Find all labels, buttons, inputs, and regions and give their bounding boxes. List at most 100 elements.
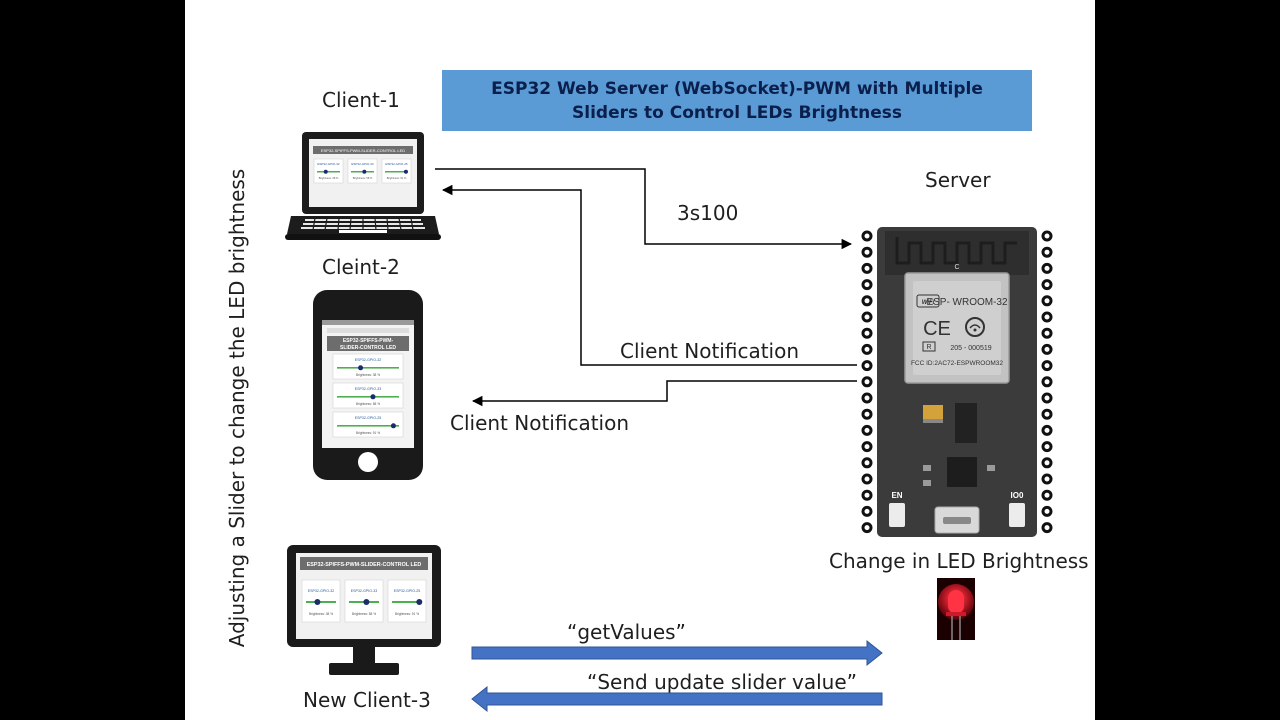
monitor-slider-label: ESP32-GPIO-25 [394,589,421,593]
board-pin [1041,473,1053,485]
arrow-client3-to-server [471,639,883,667]
board-pin [861,327,873,339]
board-pin [1041,408,1053,420]
monitor-icon: ESP32-SPIFFS-PWM-SLIDER-CONTROL LED ESP3… [287,545,441,675]
board-pin [1041,505,1053,517]
edge-label-server-to-client2: Client Notification [450,411,630,435]
edge-label-server-to-client3: “Send update slider value” [587,670,858,694]
edge-label-client1-to-server: 3s100 [677,201,739,225]
phone-slider-card: ESP32-GPIO-33 Brightness: 58 % [332,382,404,409]
monitor-slider-knob [314,599,321,605]
phone-slider-card: ESP32-GPIO-25 Brightness: 91 % [332,411,404,438]
monitor-slider-card: ESP32-GPIO-32 Brightness: 38 % [301,579,341,623]
board-pin [1041,376,1053,388]
en-button [889,503,905,527]
board-pin [861,408,873,420]
led-icon [937,578,975,640]
laptop-app-header: ESP32-SPIFFS-PWM-SLIDER-CONTROL LED [321,148,405,153]
phone-slider-knob [390,423,396,429]
phone-icon: ESP32-SPIFFS-PWM- SLIDER-CONTROL LED ESP… [313,290,423,480]
laptop-slider-knob [403,169,408,174]
board-pin [1041,295,1053,307]
board-pin [1041,327,1053,339]
monitor-app-header: ESP32-SPIFFS-PWM-SLIDER-CONTROL LED [307,562,422,568]
board-pin [1041,360,1053,372]
monitor-slider-card: ESP32-GPIO-33 Brightness: 58 % [344,579,384,623]
board-pin [1041,246,1053,258]
client3-label: New Client-3 [303,688,431,712]
board-pin [861,489,873,501]
board-pin [861,230,873,242]
phone-slider-label: ESP32-GPIO-25 [355,416,382,420]
board-pin [1041,279,1053,291]
arrow-server-to-client1 [441,184,857,366]
arrow-server-to-client2 [471,380,857,407]
board-pin [861,473,873,485]
board-pin [861,246,873,258]
board-pin [1041,311,1053,323]
laptop-icon: ESP32-SPIFFS-PWM-SLIDER-CONTROL LED ESP3… [285,132,441,240]
laptop-brightness-text: Brightness: 91 % [387,176,407,180]
monitor-slider-knob [416,599,423,605]
board-pin [861,376,873,388]
laptop-slider-knob [323,169,328,174]
client2-label: Cleint-2 [322,255,400,279]
monitor-brightness-text: Brightness: 38 % [309,612,333,616]
board-pin [861,360,873,372]
phone-app-header-line1: ESP32-SPIFFS-PWM- [343,338,394,344]
phone-brightness-text: Brightness: 58 % [356,402,380,406]
monitor-slider-card: ESP32-GPIO-25 Brightness: 91 % [387,579,427,623]
r-mark: R [926,344,931,351]
phone-brightness-text: Brightness: 91 % [356,431,380,435]
laptop-slider-card: ESP32-GPIO-32 Brightness: 38 % [313,158,344,184]
edge-label-server-to-client1: Client Notification [620,339,800,363]
board-pin [1041,424,1053,436]
board-pin [1041,457,1053,469]
laptop-slider-label: ESP32-GPIO-25 [385,162,408,166]
board-fcc-id: FCC ID:2AC72-ESPWROOM32 [911,360,1003,367]
title-text: ESP32 Web Server (WebSocket)-PWM with Mu… [491,78,983,123]
board-pin [861,311,873,323]
board-pin [861,522,873,534]
board-model: ESP- WROOM-32 [926,297,1008,308]
laptop-slider-knob [362,169,367,174]
board-cert-id: 205 - 000519 [950,345,991,352]
arrow-server-to-client3 [471,685,883,713]
connector-layer [435,168,883,713]
laptop-slider-card: ESP32-GPIO-33 Brightness: 58 % [347,158,378,184]
board-pin [861,392,873,404]
monitor-brightness-text: Brightness: 91 % [395,612,419,616]
board-pin [1041,522,1053,534]
en-label: EN [891,491,902,500]
laptop-slider-card: ESP32-GPIO-25 Brightness: 91 % [381,158,412,184]
board-pin [861,505,873,517]
phone-brightness-text: Brightness: 38 % [356,373,380,377]
board-pin [1041,230,1053,242]
wifi-logo: WiFi [922,300,935,306]
board-pin [1041,489,1053,501]
server-label: Server [925,168,991,192]
slide: ESP32 Web Server (WebSocket)-PWM with Mu… [185,0,1095,720]
laptop-brightness-text: Brightness: 58 % [353,176,373,180]
board-pin [861,295,873,307]
board-pin [861,279,873,291]
laptop-slider-label: ESP32-GPIO-32 [317,162,340,166]
phone-app-header-line2: SLIDER-CONTROL LED [340,345,396,351]
laptop-slider-label: ESP32-GPIO-33 [351,162,374,166]
wifi-symbol-icon [965,317,985,337]
io0-label: IO0 [1011,491,1024,500]
board-pin [1041,262,1053,274]
io0-button [1009,503,1025,527]
monitor-slider-label: ESP32-GPIO-33 [351,589,378,593]
monitor-slider-knob [363,599,370,605]
client1-label: Client-1 [322,88,400,112]
board-pin [861,343,873,355]
led-label: Change in LED Brightness [829,549,1089,573]
board-pin [1041,343,1053,355]
phone-slider-card: ESP32-GPIO-32 Brightness: 38 % [332,353,404,380]
monitor-brightness-text: Brightness: 58 % [352,612,376,616]
laptop-brightness-text: Brightness: 38 % [319,176,339,180]
board-pin [861,457,873,469]
phone-slider-knob [358,365,364,371]
board-pin [861,441,873,453]
